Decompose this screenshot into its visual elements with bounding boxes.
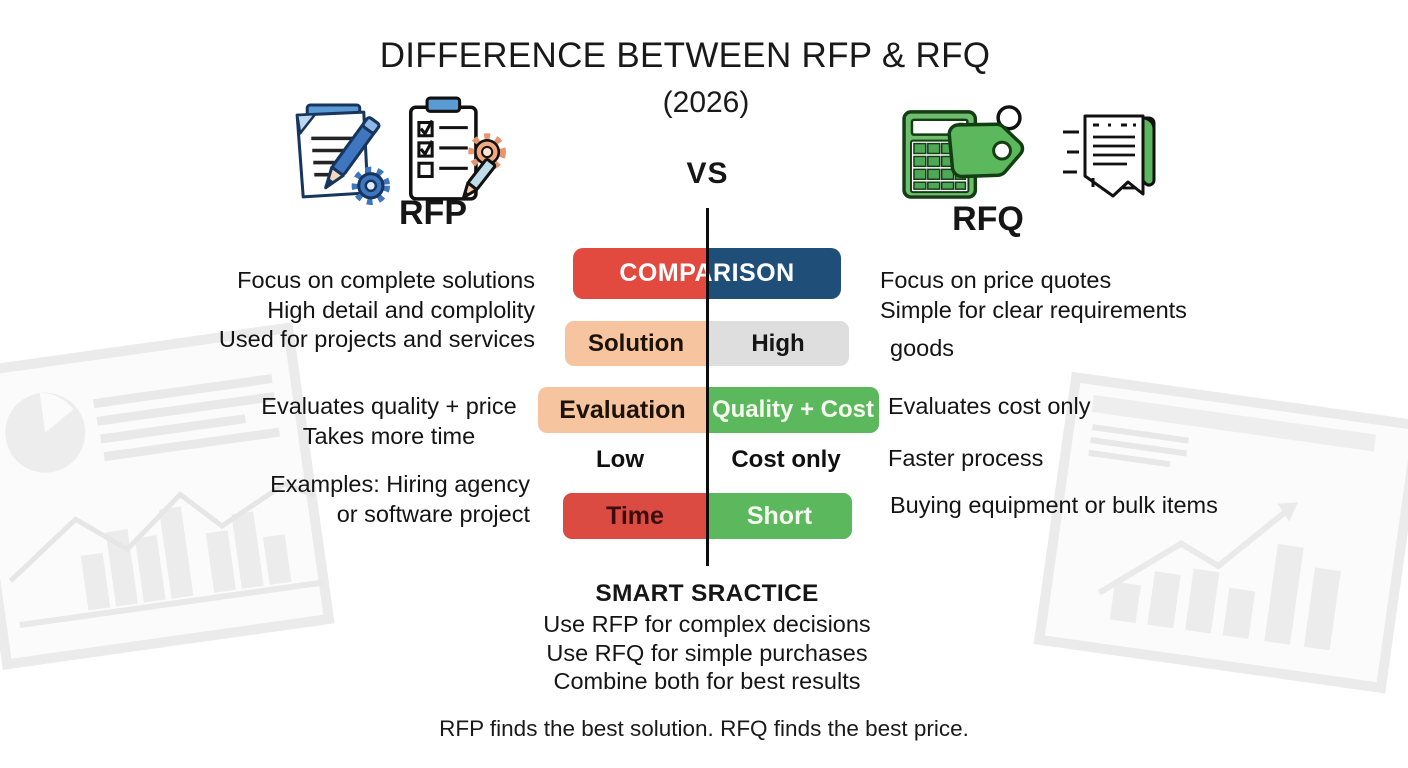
- comparison-header-banner: COMPARISON: [573, 248, 841, 299]
- smart-practice-line: Use RFP for complex decisions: [543, 611, 871, 637]
- comparison-cell-time: Time: [563, 493, 707, 539]
- page-title: DIFFERENCE BETWEEN RFP & RFQ: [379, 36, 991, 75]
- background-report-watermark-right-icon: [1033, 371, 1408, 694]
- rfp-line: High detail and complolity: [267, 296, 535, 323]
- comparison-header-blue-half: [707, 248, 841, 299]
- rfq-label: RFQ: [952, 200, 1024, 238]
- smart-practice-heading: SMART SRACTICE: [595, 580, 819, 607]
- comparison-cell-low: Low: [596, 446, 644, 473]
- smart-practice-line: Combine both for best results: [553, 668, 861, 695]
- page-subtitle-year: (2026): [662, 86, 750, 119]
- rfq-receipt-icon: [1063, 114, 1156, 198]
- center-divider-line: [706, 208, 709, 566]
- rfp-line: Examples: Hiring agency: [270, 471, 530, 497]
- rfp-label: RFP: [399, 194, 467, 232]
- rfp-examples-text: Examples: Hiring agency or software proj…: [200, 470, 530, 529]
- rfq-line: Simple for clear requirements: [880, 296, 1187, 323]
- rfq-line: goods: [890, 335, 955, 362]
- rfq-focus-text: Focus on price quotes Simple for clear r…: [880, 266, 1310, 364]
- rfp-line: Evaluates quality + price: [261, 393, 517, 419]
- footer-summary: RFP finds the best solution. RFQ finds t…: [439, 716, 969, 741]
- rfp-focus-text: Focus on complete solutions High detail …: [150, 266, 535, 355]
- comparison-cell-evaluation: Evaluation: [538, 387, 707, 433]
- rfq-calculator-price-tag-icon: [902, 105, 1025, 199]
- rfq-line: Focus on price quotes: [880, 267, 1112, 293]
- comparison-cell-quality-cost: Quality + Cost: [707, 387, 879, 433]
- rfp-line: Takes more time: [302, 422, 476, 449]
- comparison-cell-solution: Solution: [565, 321, 707, 366]
- comparison-cell-cost-only: Cost only: [731, 446, 841, 473]
- smart-practice-lines: Use RFP for complex decisions Use RFQ fo…: [0, 610, 1408, 696]
- comparison-header-red-half: [573, 248, 707, 299]
- rfq-examples-text: Buying equipment or bulk items: [890, 492, 1218, 518]
- rfp-evaluation-text: Evaluates quality + price Takes more tim…: [224, 392, 554, 451]
- vs-label: VS: [686, 157, 729, 190]
- rfp-line: or software project: [336, 500, 530, 527]
- rfp-line: Focus on complete solutions: [237, 267, 535, 293]
- rfp-line: Used for projects and services: [218, 326, 535, 353]
- rfq-evaluation-text: Evaluates cost only: [888, 393, 1091, 419]
- smart-practice-line: Use RFQ for simple purchases: [546, 639, 868, 666]
- rfp-checklist-gear-pencil-icon: [408, 96, 506, 201]
- rfp-document-pencil-gear-icon: [295, 103, 391, 205]
- comparison-cell-high: High: [707, 321, 849, 366]
- comparison-cell-short: Short: [707, 493, 852, 539]
- background-report-watermark-left-icon: [0, 322, 335, 670]
- rfq-process-text: Faster process: [888, 445, 1044, 471]
